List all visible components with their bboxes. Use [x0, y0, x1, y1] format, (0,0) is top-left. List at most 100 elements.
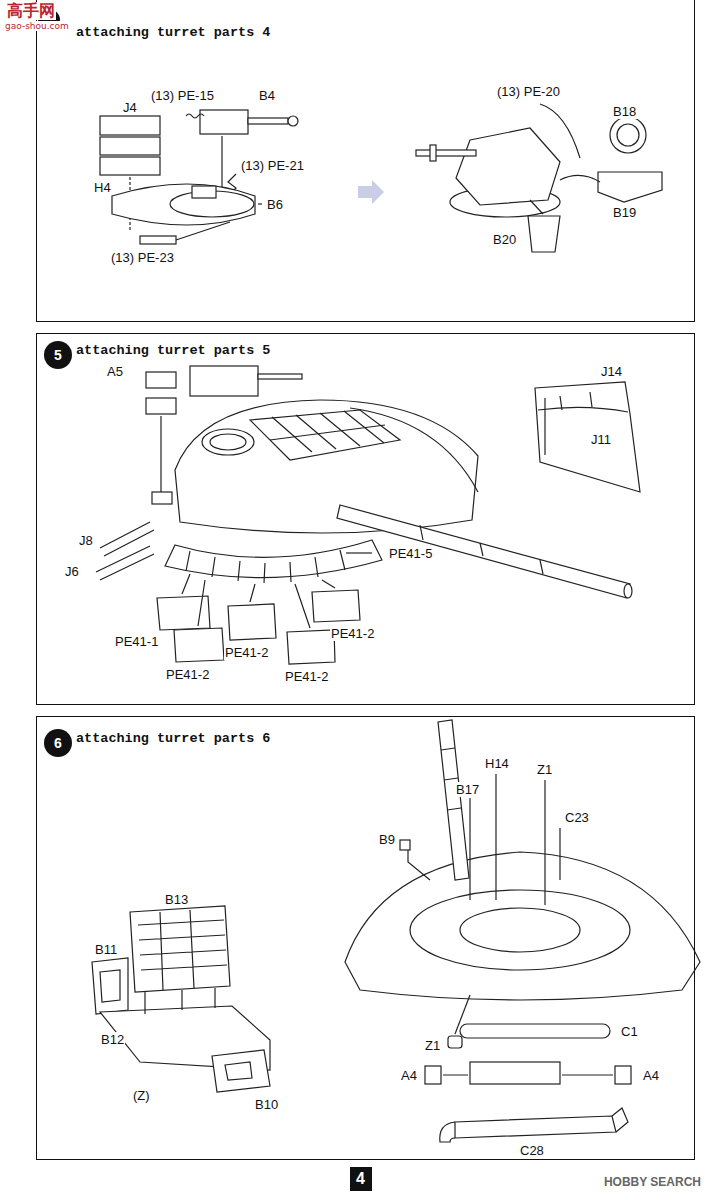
armor-panel	[535, 382, 640, 492]
part-number: PE41-5	[388, 546, 433, 561]
turret-assembly	[250, 410, 400, 460]
step-title: attaching turret parts 5	[76, 343, 270, 358]
turret-subassembly	[100, 110, 298, 244]
page-number-box	[350, 1167, 372, 1191]
turret-assembly	[544, 780, 545, 905]
part-number: C28	[519, 1143, 545, 1158]
turret-assembly	[258, 374, 302, 379]
watermark: gao-shou.com	[4, 21, 70, 31]
turret-assembly	[410, 890, 630, 970]
turret-subassembly	[140, 236, 176, 244]
turret-assembly	[420, 525, 543, 574]
part-number: Z1	[424, 1038, 441, 1053]
turret-assembly	[345, 720, 700, 1142]
turret-assembly	[175, 400, 478, 533]
turret-assembly	[470, 1062, 560, 1084]
turret-assembly	[460, 1024, 610, 1038]
part-number: A4	[400, 1068, 418, 1083]
turret-subassembly	[617, 124, 639, 146]
part-number: J14	[600, 364, 623, 379]
step-title: attaching turret parts 6	[76, 731, 270, 746]
bracket-subassembly	[138, 910, 227, 990]
brand-mark: HOBBY SEARCH	[603, 1175, 702, 1189]
part-number: J8	[78, 533, 94, 548]
turret-assembly	[190, 366, 258, 396]
turret-subassembly	[248, 118, 288, 124]
bracket-subassembly	[212, 1050, 270, 1092]
part-number: J6	[64, 564, 80, 579]
turret-assembly	[210, 434, 246, 450]
turret-assembly	[440, 1122, 455, 1142]
turret-subassembly	[540, 104, 580, 158]
turret-subassembly	[598, 172, 662, 202]
turret-subassembly	[288, 116, 298, 126]
part-number: PE41-2	[224, 645, 269, 660]
turret-subassembly	[100, 157, 160, 175]
turret-assembly	[337, 505, 630, 598]
turret-assembly	[624, 584, 632, 598]
part-number: H14	[484, 756, 510, 771]
turret-subassembly	[430, 145, 436, 161]
turret-subassembly	[456, 128, 560, 205]
turret-subassembly	[416, 150, 476, 156]
step-number: 5	[44, 341, 72, 369]
turret-assembly	[160, 416, 161, 492]
armor-panel	[538, 407, 628, 412]
part-number: (13) PE-20	[496, 84, 561, 99]
part-number: J4	[122, 100, 138, 115]
turret-assembly	[408, 848, 430, 880]
watermark: 高手网	[6, 2, 56, 20]
turret-assembly	[438, 720, 469, 880]
turret-assembly	[270, 425, 385, 440]
turret-assembly	[228, 604, 276, 640]
part-number: C23	[564, 810, 590, 825]
turret-assembly	[182, 574, 335, 628]
turret-assembly	[350, 408, 478, 492]
turret-assembly	[174, 628, 224, 662]
step-number-text: 6	[44, 729, 72, 757]
part-number: (13) PE-23	[110, 250, 175, 265]
turret-subassembly	[258, 203, 262, 204]
turret-assembly	[165, 540, 382, 578]
part-number: J11	[590, 432, 612, 447]
part-number: B11	[94, 942, 118, 957]
part-number: B20	[492, 232, 517, 247]
part-number: A5	[106, 364, 124, 379]
part-number: B12	[100, 1032, 125, 1047]
turret-assembly	[441, 748, 461, 810]
turret-assembly	[346, 552, 372, 553]
turret-assembly	[615, 1066, 631, 1084]
turret-subassembly	[192, 186, 216, 198]
turret-subassembly	[100, 137, 160, 155]
part-number: PE41-2	[165, 667, 210, 682]
turret-assembly	[312, 590, 360, 622]
turret-assembly	[612, 1108, 628, 1132]
part-number: PE41-2	[330, 626, 375, 641]
armor-panel	[544, 398, 545, 455]
part-number: A4	[642, 1068, 660, 1083]
bracket-subassembly	[100, 970, 120, 1002]
bracket-subassembly	[145, 988, 215, 1014]
part-number: Z1	[536, 762, 553, 777]
part-number: PE41-1	[114, 634, 159, 649]
turret-subassembly	[530, 200, 543, 214]
turret-assembly	[100, 522, 154, 556]
turret-assembly	[469, 798, 470, 900]
bracket-subassembly	[92, 906, 270, 1092]
turret-assembly	[186, 550, 345, 583]
turret-subassembly	[528, 216, 560, 252]
step-panel: attaching turret parts 4	[36, 0, 695, 322]
bracket-subassembly	[225, 1062, 252, 1080]
armor-panel	[560, 392, 592, 410]
turret-subassembly	[200, 110, 248, 134]
turret-assembly	[146, 398, 176, 414]
turret-assembly	[400, 840, 410, 850]
part-number: (Z)	[132, 1088, 151, 1103]
part-number: (13) PE-15	[150, 88, 215, 103]
bracket-subassembly	[130, 906, 230, 992]
turret-assembly	[202, 429, 254, 455]
part-number: B4	[258, 88, 276, 103]
step-arrow	[358, 180, 384, 204]
turret-assembly	[146, 372, 176, 388]
